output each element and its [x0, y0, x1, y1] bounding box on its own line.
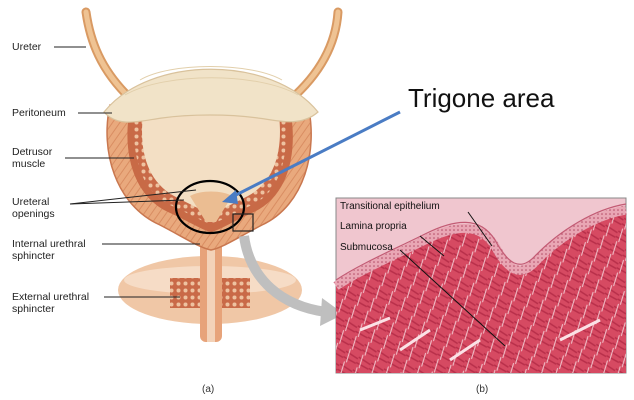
- label-internal-line2: sphincter: [12, 250, 86, 262]
- label-external-line1: External urethral: [12, 291, 89, 303]
- label-detrusor-line2: muscle: [12, 158, 52, 170]
- label-ureteral-line2: openings: [12, 208, 55, 220]
- label-internal-line1: Internal urethral: [12, 238, 86, 250]
- label-peritoneum: Peritoneum: [12, 107, 66, 119]
- label-ureteral-openings: Ureteral openings: [12, 196, 55, 220]
- right-ureter: [290, 12, 338, 100]
- peritoneum-shape: [104, 69, 318, 122]
- label-detrusor-muscle: Detrusor muscle: [12, 146, 52, 170]
- caption-b: (b): [476, 384, 488, 395]
- left-ureter: [86, 12, 132, 100]
- label-internal-urethral-sphincter: Internal urethral sphincter: [12, 238, 86, 262]
- label-external-line2: sphincter: [12, 303, 89, 315]
- label-submucosa: Submucosa: [340, 242, 393, 254]
- label-detrusor-line1: Detrusor: [12, 146, 52, 158]
- label-lamina-propria: Lamina propria: [340, 221, 407, 233]
- label-transitional-epithelium: Transitional epithelium: [340, 201, 440, 213]
- caption-a: (a): [202, 384, 214, 395]
- label-external-urethral-sphincter: External urethral sphincter: [12, 291, 89, 315]
- trigone-area-callout: Trigone area: [408, 83, 554, 113]
- label-ureteral-line1: Ureteral: [12, 196, 55, 208]
- label-ureter: Ureter: [12, 41, 41, 53]
